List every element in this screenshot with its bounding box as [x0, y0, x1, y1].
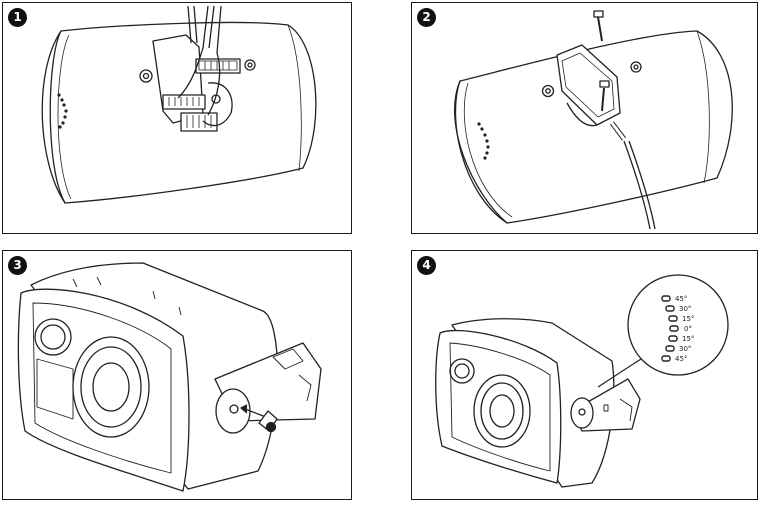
angle-label-15-down: 15°	[682, 335, 694, 343]
angle-label-30-down: 30°	[679, 345, 691, 353]
angle-label-15-up: 15°	[682, 315, 694, 323]
step-1-illustration	[41, 5, 317, 204]
step-1-panel: 1	[2, 2, 352, 234]
step-2-panel: 2	[411, 2, 758, 234]
angle-label-45-up: 45°	[675, 295, 687, 303]
step-1-badge: 1	[8, 8, 27, 27]
angle-label-0: 0°	[684, 325, 692, 333]
step-2-badge: 2	[417, 8, 436, 27]
step-4-badge: 4	[417, 256, 436, 275]
angle-scale-labels: 45° 30° 15° 0° 15° 30° 45°	[675, 295, 694, 363]
step-4-illustration: 45° 30° 15° 0° 15° 30° 45°	[435, 274, 729, 488]
angle-label-30-up: 30°	[679, 305, 691, 313]
step-3-badge: 3	[8, 256, 27, 275]
step-3-panel: 3	[2, 250, 352, 500]
angle-label-45-down: 45°	[675, 355, 687, 363]
step-3-illustration	[17, 262, 322, 492]
step-4-panel: 4	[411, 250, 758, 500]
step-2-illustration	[454, 10, 733, 230]
